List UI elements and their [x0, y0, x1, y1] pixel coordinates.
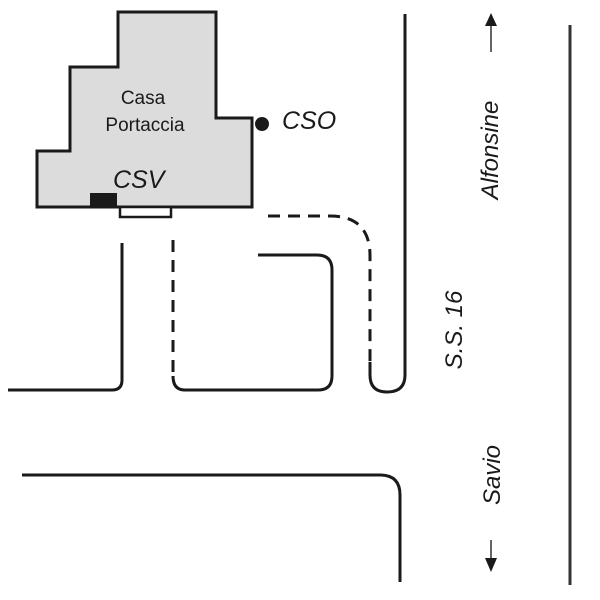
south-destination-label: Savio	[479, 445, 506, 505]
road-inner-loop	[171, 253, 334, 392]
building-name-line1: Casa	[121, 88, 166, 109]
arrow-south-icon	[485, 540, 497, 572]
cso-label: CSO	[282, 107, 336, 135]
entrance-step	[118, 205, 173, 219]
building-name-line2: Portaccia	[105, 115, 185, 136]
road-left-edge	[8, 243, 124, 392]
path-dashed-curve	[268, 214, 372, 362]
north-destination-label: Alfonsine	[477, 101, 504, 202]
road-uturn-edge	[368, 14, 407, 394]
highway-label: S.S. 16	[441, 290, 468, 369]
cso-sensor-marker	[255, 117, 269, 131]
arrow-north-icon	[485, 13, 497, 52]
road-bottom-edge	[22, 473, 402, 582]
building-casa-portaccia	[35, 10, 254, 209]
csv-sensor-marker	[90, 193, 117, 207]
csv-label: CSV	[113, 166, 167, 194]
